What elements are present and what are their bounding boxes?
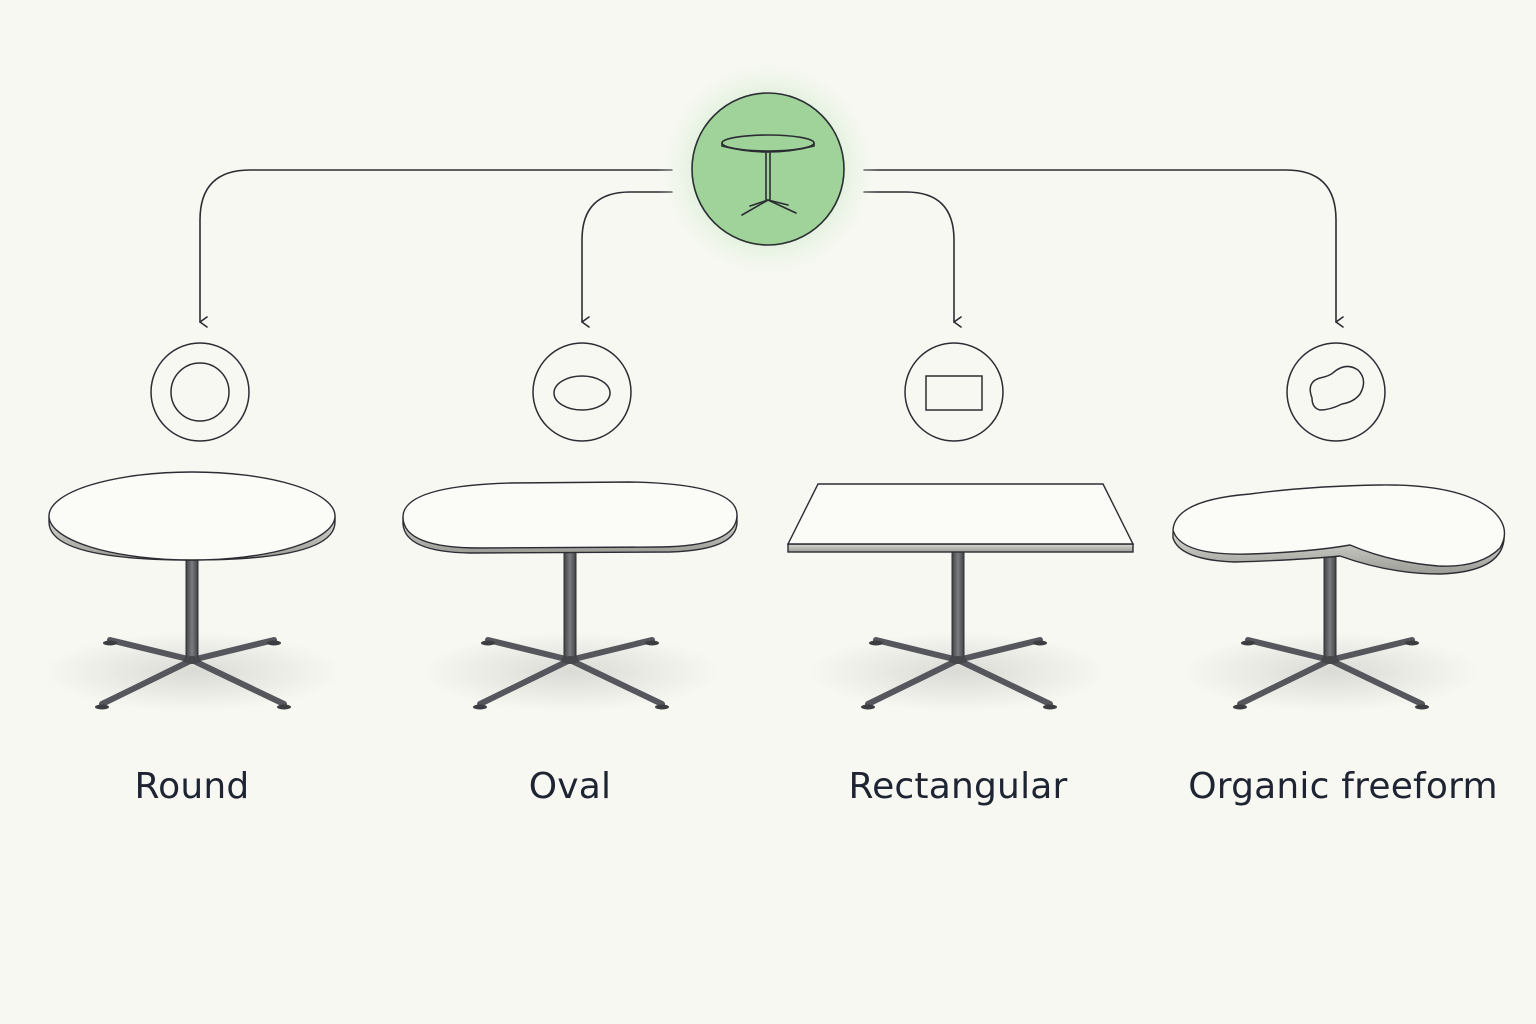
table-leg	[107, 637, 195, 663]
circle-icon	[150, 342, 250, 442]
tabletop-edge	[787, 543, 1134, 553]
table-leg	[189, 657, 287, 707]
table-pole	[951, 547, 965, 661]
table-leg	[567, 637, 655, 663]
table-leg	[1245, 637, 1333, 663]
table-foot	[473, 704, 487, 710]
table-leg	[477, 657, 573, 707]
tabletop	[402, 481, 738, 549]
table-foot	[1233, 704, 1247, 710]
label-oval: Oval	[528, 766, 612, 807]
connector-round	[199, 169, 673, 328]
table-leg	[1327, 657, 1425, 707]
table-hub	[561, 656, 579, 664]
table-shadow	[1180, 632, 1480, 712]
table-foot	[645, 640, 659, 646]
table-foot	[103, 640, 117, 646]
table-oval	[402, 481, 738, 712]
shape-icons	[150, 342, 1386, 442]
table-hub	[949, 656, 967, 664]
tabletop	[48, 471, 336, 561]
label-rectangular: Rectangular	[848, 766, 1068, 807]
root-node	[656, 57, 880, 281]
table-leg	[873, 637, 961, 663]
rectangle-icon	[904, 342, 1004, 442]
label-organic-freeform: Organic freeform	[1188, 766, 1498, 807]
table-foot	[861, 704, 875, 710]
pedestal-table-icon	[721, 134, 815, 216]
ellipse-icon	[532, 342, 632, 442]
tables	[42, 471, 1506, 712]
table-pole	[185, 547, 199, 661]
table-foot	[1241, 640, 1255, 646]
connectors	[199, 169, 1344, 328]
table-pole	[563, 547, 577, 661]
table-shadow	[808, 632, 1108, 712]
table-leg	[1327, 637, 1415, 663]
label-round: Round	[134, 766, 250, 807]
root-circle	[691, 92, 845, 246]
tabletop	[786, 483, 1135, 545]
table-foot	[869, 640, 883, 646]
table-shadow	[420, 632, 720, 712]
table-foot	[655, 704, 669, 710]
table-hub	[183, 656, 201, 664]
table-leg	[189, 637, 277, 663]
table-leg	[1237, 657, 1333, 707]
table-foot	[95, 704, 109, 710]
connector-oval	[581, 191, 673, 328]
table-leg	[865, 657, 961, 707]
connector-organic	[863, 169, 1344, 328]
table-foot	[1415, 704, 1429, 710]
table-leg	[955, 637, 1043, 663]
tabletop	[1172, 484, 1506, 567]
table-shadow	[42, 632, 342, 712]
table-leg	[99, 657, 195, 707]
table-leg	[955, 657, 1053, 707]
blob-icon	[1286, 342, 1386, 442]
table-leg	[485, 637, 573, 663]
table-hub	[1321, 656, 1339, 664]
table-foot	[1405, 640, 1419, 646]
table-rectangular	[786, 483, 1135, 712]
table-leg	[567, 657, 665, 707]
table-foot	[1043, 704, 1057, 710]
connector-rectangular	[863, 191, 962, 328]
table-foot	[277, 704, 291, 710]
table-foot	[481, 640, 495, 646]
table-organic	[1172, 484, 1506, 712]
table-foot	[267, 640, 281, 646]
table-round	[42, 471, 342, 712]
table-foot	[1033, 640, 1047, 646]
table-pole	[1323, 547, 1337, 661]
